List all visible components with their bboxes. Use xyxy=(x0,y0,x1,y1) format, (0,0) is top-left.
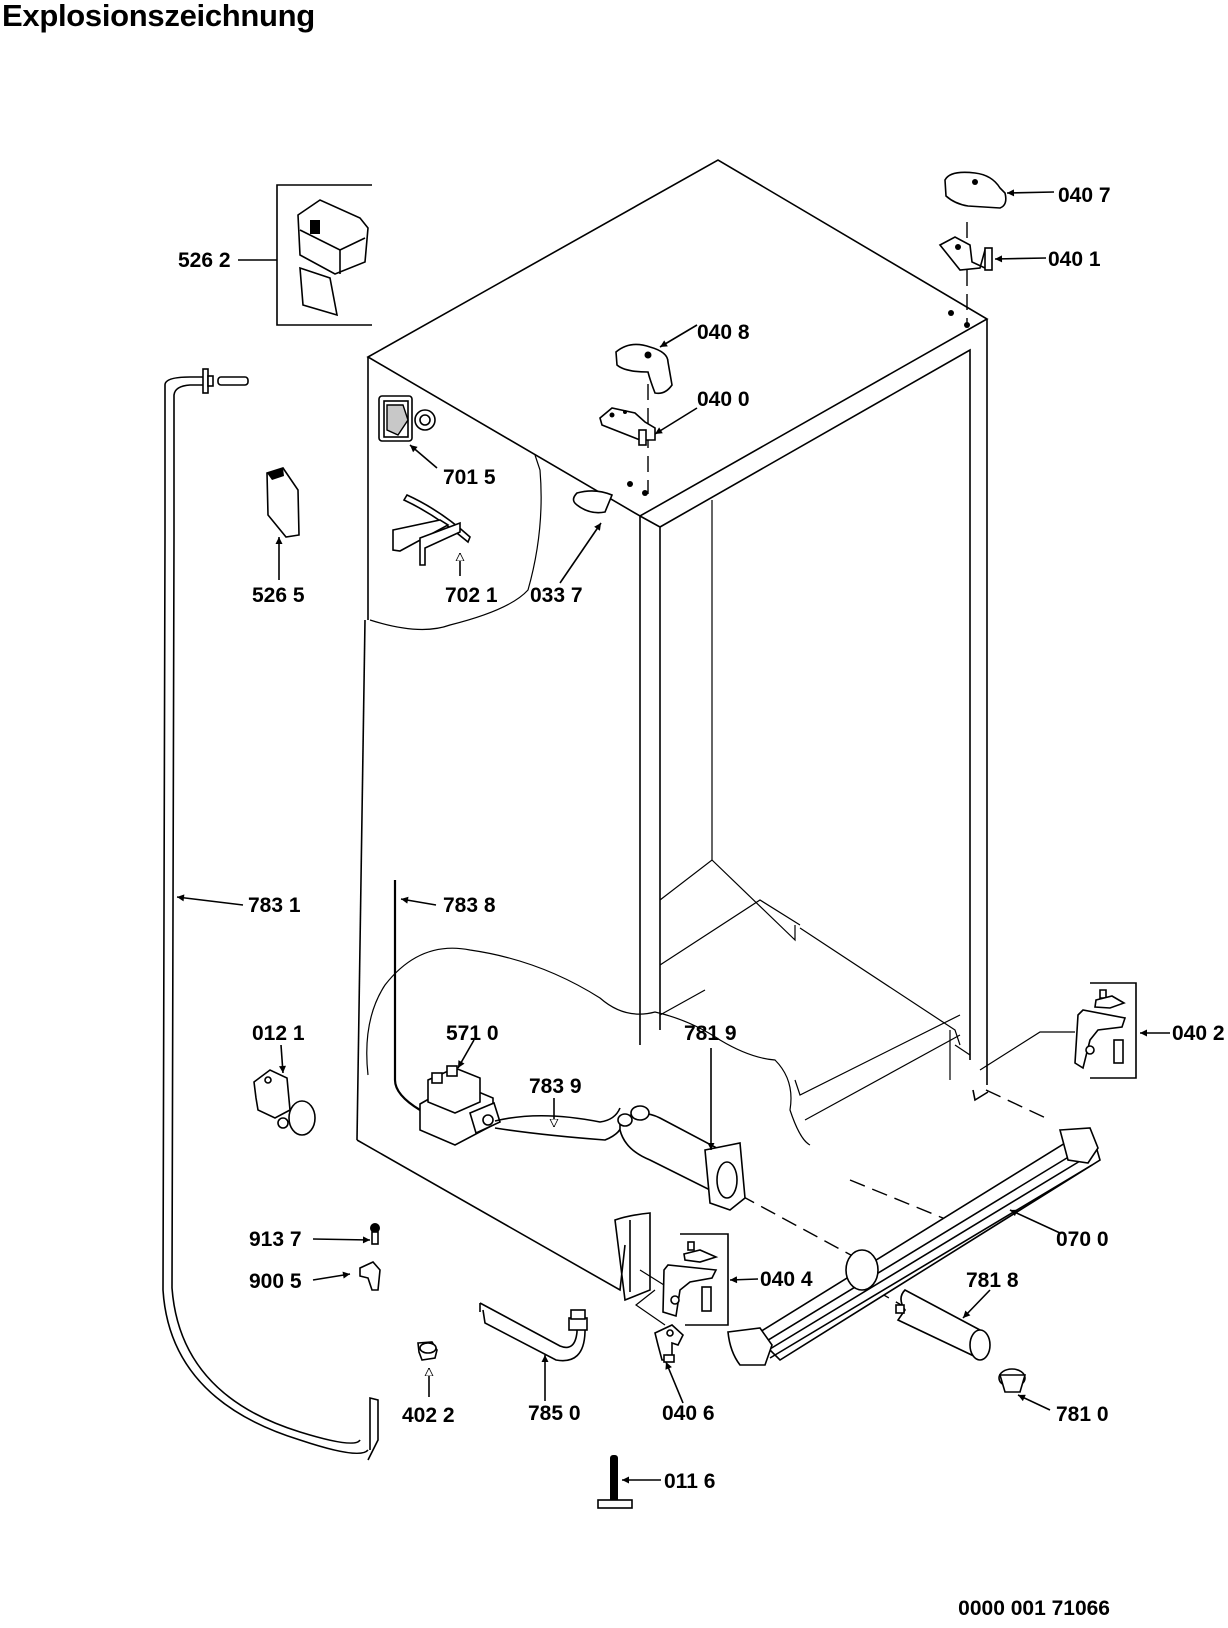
part-p7839[interactable] xyxy=(494,1098,624,1141)
cabinet xyxy=(356,159,1051,1351)
part-p0400[interactable] xyxy=(599,407,698,446)
label-p7838: 783 8 xyxy=(443,894,496,917)
part-p7015[interactable] xyxy=(378,395,438,469)
label-p9137: 913 7 xyxy=(249,1228,302,1251)
label-p5710: 571 0 xyxy=(446,1022,499,1045)
part-p0402[interactable] xyxy=(979,982,1170,1079)
label-p7850: 785 0 xyxy=(528,1402,581,1425)
part-p5265[interactable] xyxy=(266,467,300,580)
label-p0408: 040 8 xyxy=(697,321,750,344)
part-p0116[interactable] xyxy=(597,1455,661,1509)
label-p7831: 783 1 xyxy=(248,894,301,917)
part-p9005[interactable] xyxy=(312,1261,381,1291)
part-p0121[interactable] xyxy=(253,1044,316,1136)
label-p0402: 040 2 xyxy=(1172,1022,1225,1045)
part-p7831[interactable] xyxy=(162,368,379,1461)
document-number: 0000 001 71066 xyxy=(958,1597,1110,1620)
part-labels: 040 7 040 1 526 2 040 8 040 0 701 5 702 … xyxy=(178,184,1225,1493)
label-p4022: 402 2 xyxy=(402,1404,455,1427)
label-p0337: 033 7 xyxy=(530,584,583,607)
part-p7818[interactable] xyxy=(895,1289,991,1361)
part-p0700[interactable] xyxy=(727,1127,1101,1366)
label-p9005: 900 5 xyxy=(249,1270,302,1293)
part-p5262[interactable] xyxy=(238,184,372,326)
label-p7819: 781 9 xyxy=(684,1022,737,1045)
part-p7021[interactable] xyxy=(392,493,471,576)
part-p7819[interactable] xyxy=(617,1048,746,1211)
part-p0337[interactable] xyxy=(559,490,614,584)
part-p7850[interactable] xyxy=(479,1302,588,1401)
part-p4022[interactable] xyxy=(417,1341,438,1397)
part-p5710[interactable] xyxy=(419,1039,501,1146)
label-p0407: 040 7 xyxy=(1058,184,1111,207)
label-p7839: 783 9 xyxy=(529,1075,582,1098)
part-p0408[interactable] xyxy=(615,324,698,395)
label-p0404: 040 4 xyxy=(760,1268,813,1291)
label-p0700: 070 0 xyxy=(1056,1228,1109,1251)
label-p7015: 701 5 xyxy=(443,466,496,489)
page-title: Explosionszeichnung xyxy=(2,0,315,33)
part-p0407[interactable] xyxy=(944,171,1055,209)
part-p0401[interactable] xyxy=(938,236,1047,271)
part-p9137[interactable] xyxy=(312,1223,380,1245)
label-p5262: 526 2 xyxy=(178,249,231,272)
label-p5265: 526 5 xyxy=(252,584,305,607)
label-p0401: 040 1 xyxy=(1048,248,1101,271)
label-p0116: 011 6 xyxy=(664,1470,715,1493)
part-p7810[interactable] xyxy=(998,1368,1051,1411)
label-p0406: 040 6 xyxy=(662,1402,715,1425)
label-p0121: 012 1 xyxy=(252,1022,305,1045)
part-p0404[interactable] xyxy=(634,1233,759,1326)
label-p7021: 702 1 xyxy=(445,584,498,607)
label-p7818: 781 8 xyxy=(966,1269,1019,1292)
part-p0406[interactable] xyxy=(654,1324,684,1404)
label-p0400: 040 0 xyxy=(697,388,750,411)
label-p7810: 781 0 xyxy=(1056,1403,1109,1426)
